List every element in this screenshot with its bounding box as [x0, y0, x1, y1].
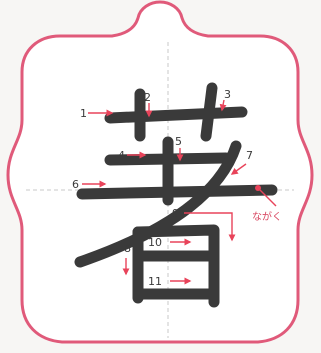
direction-arrows — [82, 99, 277, 285]
stroke-label-3: 3 — [224, 88, 231, 101]
stroke-label-7: 7 — [246, 149, 253, 162]
character-strokes — [74, 82, 278, 308]
stroke-label-1: 1 — [80, 107, 87, 120]
stroke-label-6: 6 — [72, 178, 79, 191]
stroke-label-5: 5 — [175, 135, 182, 148]
annotation-dot — [255, 185, 261, 191]
arrow-9 — [184, 212, 236, 242]
stroke-label-10: 10 — [148, 236, 162, 249]
stroke-label-2: 2 — [144, 91, 151, 104]
stroke-1 — [104, 106, 248, 124]
stroke-3 — [200, 82, 218, 142]
stroke-label-8: 8 — [124, 242, 131, 255]
stroke-label-9: 9 — [172, 207, 179, 220]
arrow-3 — [219, 99, 227, 112]
stroke-label-11: 11 — [148, 275, 162, 288]
stroke-label-4: 4 — [118, 149, 125, 162]
annotation-text: ながく — [252, 210, 282, 223]
stroke-number-labels: 1 2 3 4 5 6 7 8 9 10 11 ながく — [72, 88, 282, 288]
stroke-7 — [74, 140, 242, 268]
arrow-7 — [230, 163, 247, 175]
stroke-9 — [132, 224, 220, 308]
stroke-6 — [76, 184, 278, 200]
annotation-pointer — [257, 187, 277, 207]
